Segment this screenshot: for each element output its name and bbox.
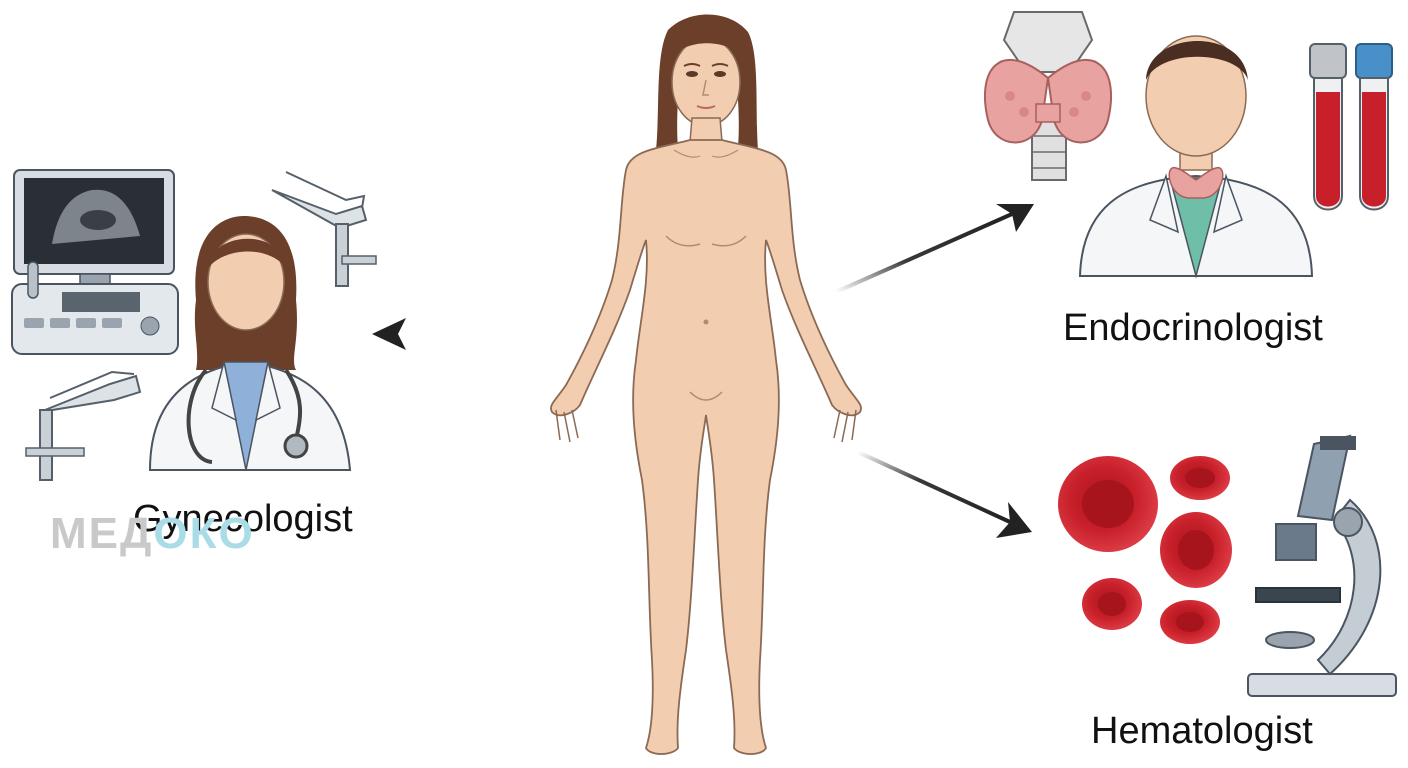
red-blood-cell-icon <box>1170 456 1230 500</box>
watermark-logo: МЕДОКО <box>50 512 255 556</box>
arrow-icon <box>372 318 406 350</box>
human-figure <box>550 14 862 755</box>
red-blood-cell-icon <box>1160 600 1220 644</box>
endocrinologist-group <box>983 11 1393 279</box>
watermark-part-a: МЕД <box>50 509 154 558</box>
arrow-to-hematologist <box>857 450 1032 538</box>
hematologist-label: Hematologist <box>1091 710 1313 752</box>
blood-tube-icon <box>1355 43 1393 211</box>
ultrasound-machine-icon <box>11 169 179 355</box>
blood-tube-icon <box>1309 43 1347 211</box>
red-blood-cell-icon <box>1058 456 1158 552</box>
arrow-to-endocrinologist <box>835 204 1034 294</box>
speculum-icon <box>25 370 142 481</box>
stethoscope-icon <box>186 368 309 464</box>
arrow-icon <box>996 204 1034 232</box>
thyroid-gland-icon <box>983 11 1113 181</box>
hematologist-group <box>1058 434 1397 697</box>
red-blood-cell-icon <box>1160 512 1232 588</box>
gynecologist-label: Gynecologist <box>133 498 353 540</box>
gynecologist-group <box>11 169 377 481</box>
red-blood-cell-icon <box>1082 578 1142 630</box>
speculum-icon <box>271 171 377 287</box>
microscope-icon <box>1247 434 1397 697</box>
endocrinologist-doctor <box>1078 35 1314 279</box>
gynecologist-doctor <box>148 216 352 471</box>
watermark-part-b: ОКО <box>153 509 255 558</box>
arrow-icon <box>996 502 1032 538</box>
endocrinologist-label: Endocrinologist <box>1063 307 1323 349</box>
arrow-to-gynecologist <box>372 318 572 350</box>
